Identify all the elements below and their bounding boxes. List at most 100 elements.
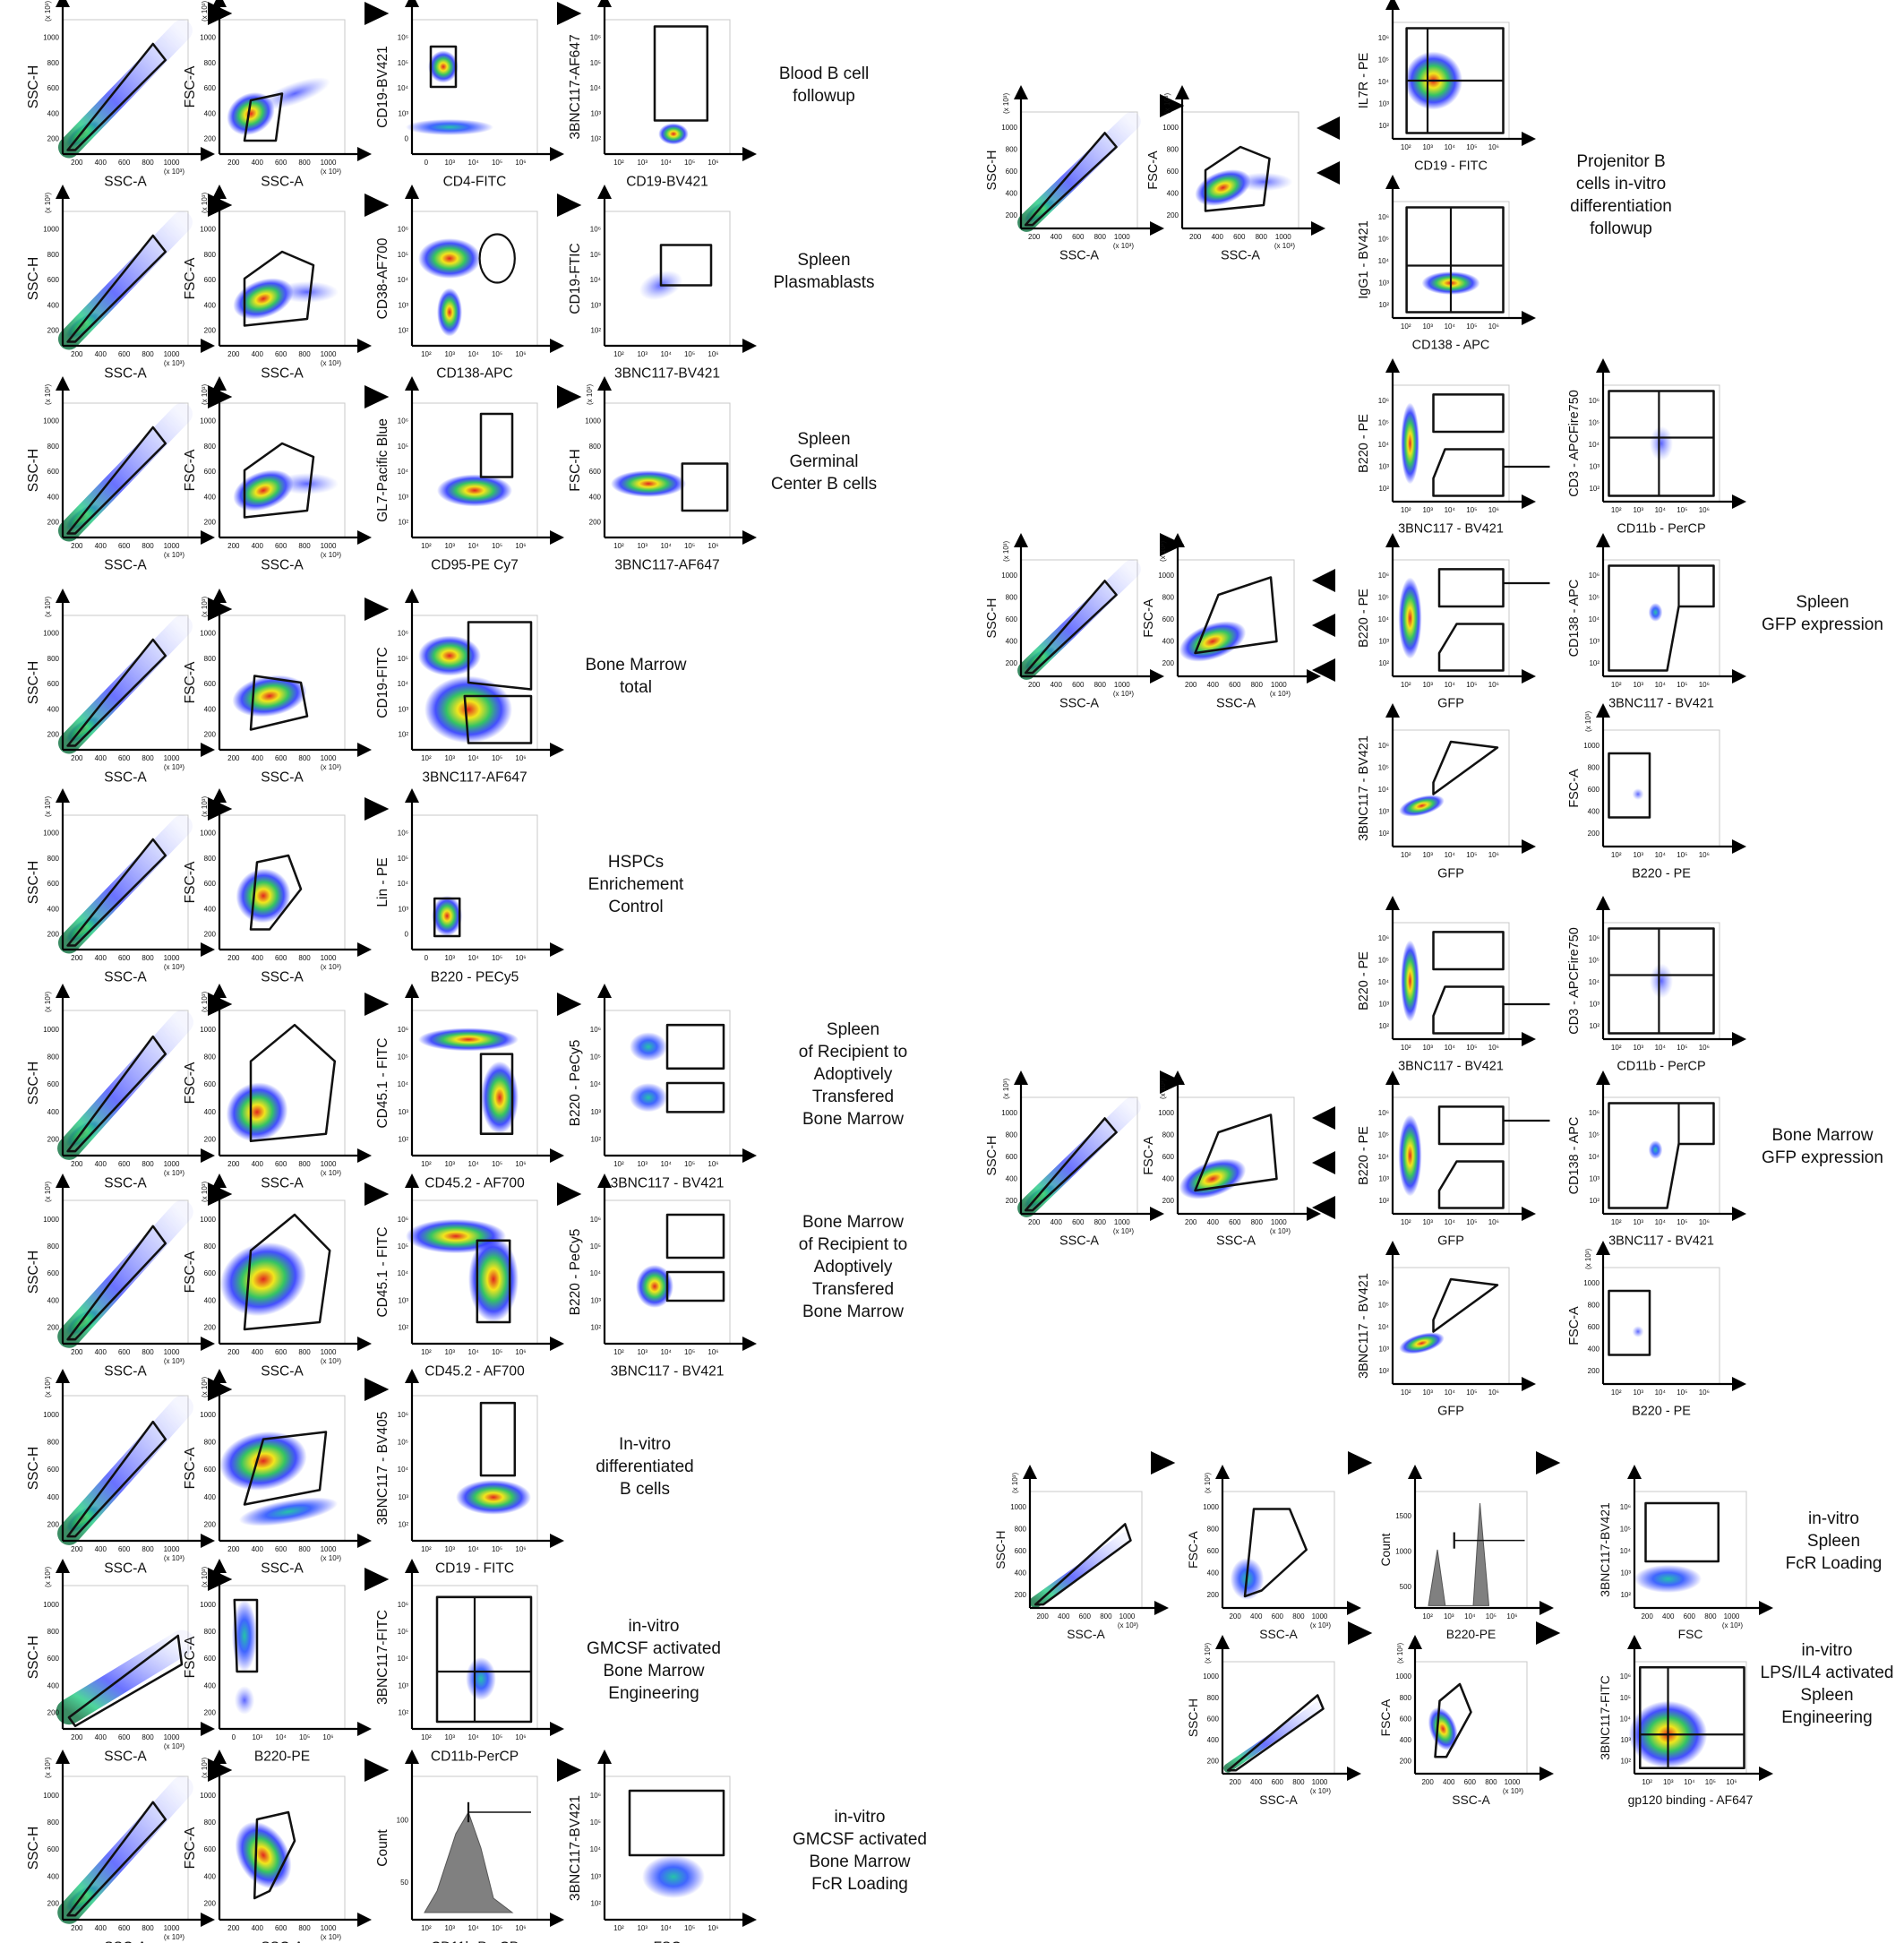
axis-arrowhead <box>550 1722 564 1736</box>
x-tick-label: 1000 <box>1114 681 1130 689</box>
density-cloud <box>432 896 462 936</box>
x-tick-label: 200 <box>71 1348 83 1356</box>
gate-polygon <box>463 694 533 744</box>
x-tick-label: 10⁶ <box>1488 506 1499 514</box>
y-tick-label: 10⁵ <box>1378 956 1389 964</box>
x-tick-label: 10⁵ <box>1486 1612 1497 1621</box>
y-tick-label: 10⁴ <box>590 84 602 92</box>
x-tick-label: 10² <box>421 350 432 358</box>
gate-polygon <box>243 1431 328 1506</box>
x-tick-label: 10³ <box>1663 1778 1674 1786</box>
y-tick-label: 600 <box>47 84 60 92</box>
x-tick-label: 10⁵ <box>684 350 695 358</box>
y-axis-title: FSC-A <box>183 1827 198 1869</box>
axis-arrowhead <box>1014 533 1028 547</box>
x-tick-label: 10⁴ <box>1655 1218 1667 1226</box>
x-tick-label: 400 <box>95 350 107 358</box>
gate-flow-triangle <box>365 385 390 408</box>
y-tick-label: 1000 <box>43 225 59 233</box>
density-streak <box>57 1010 193 1160</box>
y-axis-title: CD19-FITC <box>375 647 390 718</box>
axis-arrowhead <box>742 530 757 545</box>
x-tick-label: 10³ <box>1444 1612 1454 1621</box>
x-tick-label: 200 <box>71 542 83 550</box>
x-tick-label: 10⁶ <box>1726 1778 1737 1786</box>
x-tick-label: 10⁶ <box>515 1545 526 1553</box>
y-tick-label: 10² <box>1589 659 1600 667</box>
y-tick-label: 400 <box>204 1493 217 1501</box>
x-tick-label: 400 <box>1443 1778 1455 1786</box>
x-tick-label: 10⁴ <box>276 1733 287 1741</box>
y-tick-label: 800 <box>1207 1694 1220 1702</box>
x-tick-label: 10⁵ <box>1466 1388 1477 1397</box>
density-cloud <box>611 470 686 497</box>
y-unit-label: (x 10³) <box>1002 1079 1010 1099</box>
axis-arrowhead <box>550 530 564 545</box>
x-tick-label: 800 <box>298 954 311 962</box>
x-tick-label: 800 <box>142 542 154 550</box>
axis-arrowhead <box>1627 1635 1642 1649</box>
y-unit-label: (x 10³) <box>201 1758 209 1778</box>
x-tick-label: 200 <box>1028 1218 1041 1226</box>
y-tick-label: 10³ <box>590 1296 601 1304</box>
density-cloud <box>428 50 459 83</box>
x-axis-title: CD95-PE Cy7 <box>431 558 519 573</box>
y-tick-label: 400 <box>1015 1569 1027 1577</box>
y-tick-label: 600 <box>204 1655 217 1663</box>
y-axis-title: Count <box>1378 1533 1393 1566</box>
y-tick-label: 10² <box>590 1135 601 1143</box>
axis-arrowhead <box>597 1750 612 1764</box>
x-tick-label: 1000 <box>321 159 337 167</box>
axis-arrowhead <box>1732 1207 1746 1221</box>
density-cloud <box>658 123 689 145</box>
x-tick-label: 10⁶ <box>1699 1388 1710 1397</box>
x-tick-label: 800 <box>1094 1218 1107 1226</box>
axis-arrowhead <box>1596 358 1610 373</box>
x-tick-label: 800 <box>1100 1612 1112 1621</box>
x-tick-label: 600 <box>1079 1612 1092 1621</box>
x-tick-label: 10⁶ <box>1699 681 1710 689</box>
y-tick-label: 10⁴ <box>398 1466 409 1474</box>
x-tick-label: 10³ <box>1422 1044 1433 1052</box>
y-tick-label: 10⁵ <box>398 1628 408 1636</box>
gate-polygon <box>253 1810 296 1900</box>
y-tick-label: 200 <box>204 1900 217 1908</box>
x-tick-label: 1000 <box>321 954 337 962</box>
x-tick-label: 1000 <box>1312 1612 1328 1621</box>
y-tick-label: 800 <box>1015 1525 1027 1533</box>
x-tick-label: 600 <box>1272 1612 1284 1621</box>
axis-arrowhead <box>1596 703 1610 718</box>
gate-flow-triangle <box>365 2 390 25</box>
density-streak <box>1017 1097 1141 1217</box>
y-tick-label: 10⁴ <box>398 1080 409 1088</box>
axis-arrowhead <box>1385 175 1400 189</box>
y-tick-label: 10² <box>398 731 408 739</box>
x-tick-label: 10² <box>613 1160 624 1168</box>
x-tick-label: 1000 <box>164 1348 180 1356</box>
y-axis-title: 3BNC117-AF647 <box>568 34 583 139</box>
y-tick-label: 10² <box>1378 830 1389 838</box>
gate-polygon <box>243 442 315 519</box>
x-tick-label: 600 <box>1233 233 1246 241</box>
x-tick-label: 10³ <box>1633 1388 1643 1397</box>
y-tick-label: 10⁶ <box>1378 1109 1389 1117</box>
y-tick-label: 600 <box>1162 1153 1175 1161</box>
y-tick-label: 200 <box>1207 1591 1220 1599</box>
y-tick-label: 800 <box>47 1818 60 1827</box>
y-tick-label: 1000 <box>43 1026 59 1034</box>
y-axis-title: FSC-A <box>183 1062 198 1104</box>
density-cloud <box>406 119 493 135</box>
x-tick-label: 10³ <box>637 1348 648 1356</box>
y-tick-label: 10⁵ <box>1378 763 1389 771</box>
y-tick-label: 400 <box>204 493 217 501</box>
gate-polygon <box>233 1598 259 1673</box>
x-tick-label: 10⁴ <box>1655 851 1667 859</box>
